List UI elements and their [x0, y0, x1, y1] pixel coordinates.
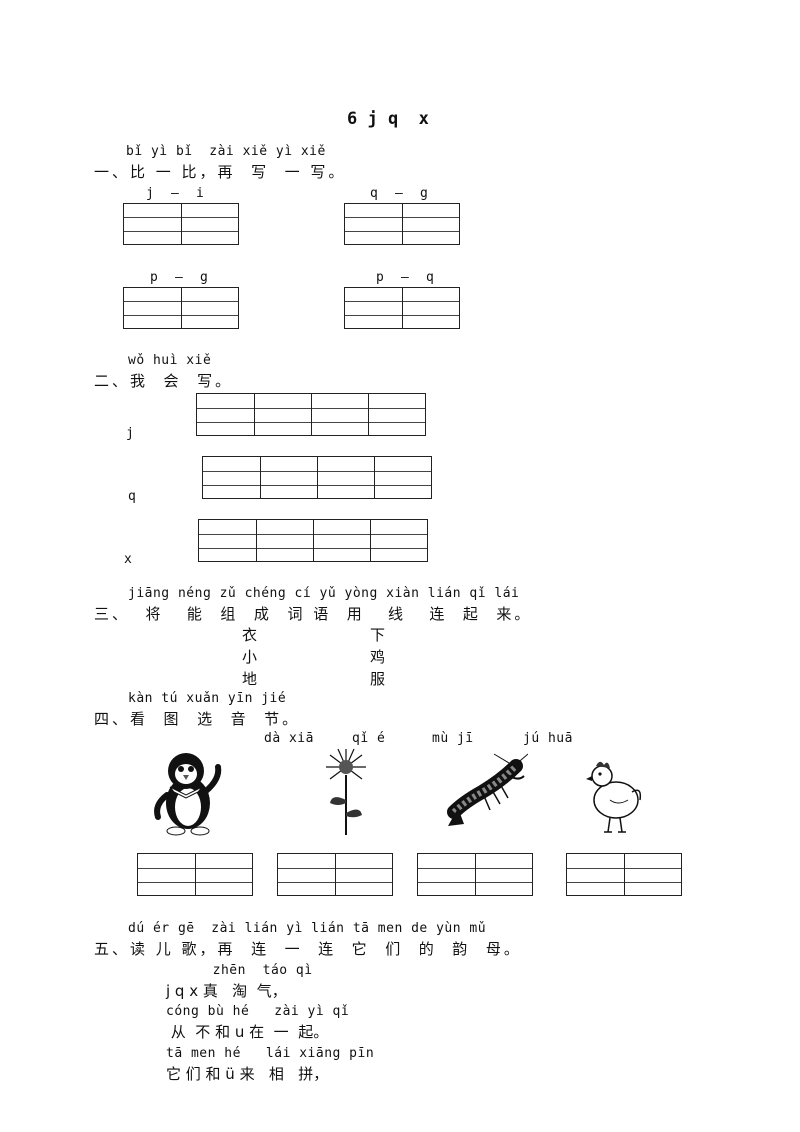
poem-line: 从 不 和 u 在 一 起。: [166, 1023, 329, 1041]
s2-heading: 二、我 会 写。: [94, 372, 234, 390]
letter-j: j: [126, 426, 135, 441]
match-left-word[interactable]: 小: [242, 648, 258, 666]
chicken-icon: [586, 761, 642, 833]
poem-pinyin: cóng bù hé zài yì qǐ: [166, 1004, 350, 1019]
option-pinyin[interactable]: dà xiā: [264, 731, 314, 746]
letter-q: q: [128, 489, 137, 504]
shrimp-icon: [447, 753, 528, 826]
s4-heading: 四、看 图 选 音 节。: [94, 710, 301, 728]
s4-pinyin: kàn tú xuǎn yīn jié: [128, 691, 287, 706]
writing-grid[interactable]: [196, 393, 426, 436]
s1-pinyin: bǐ yì bǐ zài xiě yì xiě: [126, 144, 326, 159]
option-pinyin[interactable]: qǐ é: [352, 731, 386, 746]
match-right-word[interactable]: 下: [370, 626, 386, 644]
writing-grid[interactable]: [202, 456, 432, 499]
match-left-word[interactable]: 地: [242, 670, 258, 688]
option-pinyin[interactable]: mù jī: [432, 731, 474, 746]
writing-grid[interactable]: [137, 853, 253, 896]
flower-icon: [326, 748, 366, 835]
poem-line: 它 们 和 ü 来 相 拼，: [166, 1065, 329, 1083]
writing-grid[interactable]: [344, 203, 460, 245]
s5-pinyin: dú ér gē zài lián yì lián tā men de yùn …: [128, 921, 487, 936]
writing-grid[interactable]: [566, 853, 682, 896]
writing-grid[interactable]: [123, 287, 239, 329]
writing-grid[interactable]: [277, 853, 393, 896]
poem-pinyin: tā men hé lái xiāng pīn: [166, 1046, 375, 1061]
poem-pinyin: zhēn táo qì: [196, 963, 313, 978]
letter-x: x: [124, 552, 133, 567]
penguin-icon: [154, 753, 222, 836]
writing-grid[interactable]: [198, 519, 428, 562]
option-pinyin[interactable]: jú huā: [523, 731, 573, 746]
pair-label: j — i: [146, 186, 205, 201]
s1-heading: 一、比 一 比，再 写 一 写。: [94, 163, 347, 181]
s3-heading: 三、 将 能 组 成 词 语 用 线 连 起 来。: [94, 605, 533, 623]
s5-heading: 五、读 儿 歌，再 连 一 连 它 们 的 韵 母。: [94, 940, 522, 958]
s2-pinyin: wǒ huì xiě: [128, 353, 212, 368]
pair-label: p — q: [376, 270, 435, 285]
page-title: 6 j q x: [347, 109, 429, 129]
match-right-word[interactable]: 鸡: [370, 648, 386, 666]
writing-grid[interactable]: [344, 287, 460, 329]
poem-line: j q x 真 淘 气，: [166, 982, 287, 1000]
pair-label: p — g: [150, 270, 209, 285]
match-left-word[interactable]: 衣: [242, 626, 258, 644]
writing-grid[interactable]: [123, 203, 239, 245]
match-right-word[interactable]: 服: [370, 670, 386, 688]
pair-label: q — g: [370, 186, 429, 201]
writing-grid[interactable]: [417, 853, 533, 896]
s3-pinyin: jiāng néng zǔ chéng cí yǔ yòng xiàn lián…: [128, 586, 520, 601]
